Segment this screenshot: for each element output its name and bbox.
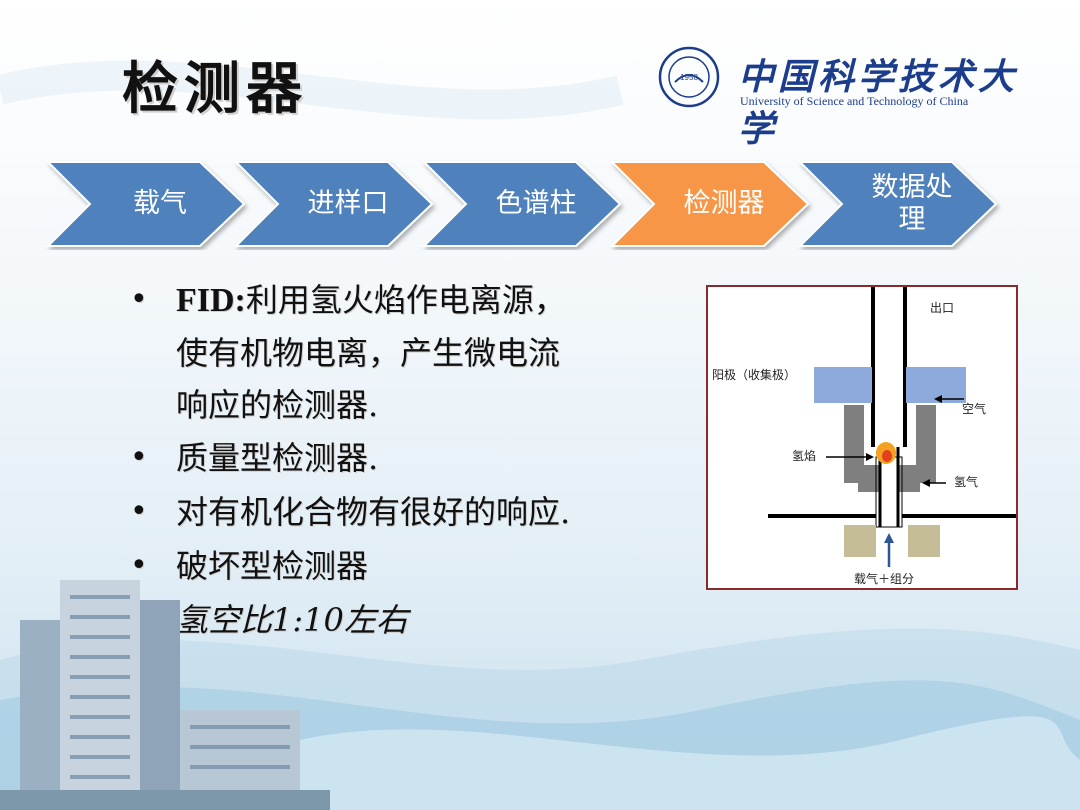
bullet-item-fid: • FID:利用氢火焰作电离源， 使有机物电离，产生微电流 响应的检测器. — [130, 274, 710, 431]
bullet-glyph: • — [130, 548, 148, 583]
flow-step-arrow-2 — [233, 161, 434, 247]
bullet-item-organic-response: • 对有机化合物有很好的响应. — [130, 485, 710, 539]
label-anode: 阳极（收集极） — [712, 368, 797, 382]
bullet-list: • FID:利用氢火焰作电离源， 使有机物电离，产生微电流 响应的检测器. • … — [130, 274, 710, 647]
base-block-right — [908, 525, 940, 557]
burner-body — [844, 405, 880, 492]
flow-step-carrier-gas: 载气 — [133, 188, 187, 219]
bullet-fid-prefix: FID: — [176, 282, 246, 319]
bullet-glyph: • — [130, 440, 148, 475]
flow-step-data-processing-line1: 数据处 — [871, 172, 953, 203]
bullet-fid-line1: 利用氢火焰作电离源， — [245, 281, 566, 319]
flow-step-column: 色谱柱 — [495, 188, 577, 219]
anode-electrode-right — [906, 367, 966, 403]
bullet-text: 氢空比1:10左右 — [176, 601, 408, 639]
bullet-fid-line3: 响应的检测器. — [176, 386, 379, 424]
bullet-text: 质量型检测器. — [176, 439, 379, 477]
fid-diagram: 出口 阳极（收集极） 空气 氢焰 氢气 载气＋组分 — [706, 285, 1018, 590]
flame-icon — [876, 442, 896, 464]
flow-step-arrow-5 — [797, 161, 998, 247]
bullet-fid-line2: 使有机物电离，产生微电流 — [176, 334, 561, 372]
flow-step-arrow-1 — [45, 161, 246, 247]
fid-diagram-drawing — [768, 287, 1016, 567]
label-flame: 氢焰 — [792, 449, 817, 463]
university-logo: 1958 中国科学技术大学 University of Science and … — [658, 42, 1028, 150]
label-hydrogen: 氢气 — [954, 475, 979, 489]
flow-step-data-processing: 数据处 理 — [842, 158, 982, 250]
label-outlet: 出口 — [930, 301, 955, 315]
base-block-left — [844, 525, 876, 557]
university-seal-icon: 1958 — [658, 46, 720, 108]
seal-year: 1958 — [680, 73, 698, 82]
label-carrier-components: 载气＋组分 — [854, 572, 915, 586]
bullet-text: 破坏型检测器 — [176, 547, 369, 585]
process-flow: 载气 进样口 色谱柱 检测器 数据处 理 — [40, 158, 1040, 250]
flow-step-arrow-4 — [609, 161, 810, 247]
anode-electrode-left — [814, 367, 872, 403]
flow-step-arrow-3 — [421, 161, 622, 247]
process-flow-arrows — [45, 161, 998, 247]
bullet-item-hydrogen-air-ratio: • 氢空比1:10左右 — [130, 593, 710, 647]
slide-title: 检测器 — [122, 56, 308, 122]
bullet-glyph: • — [130, 282, 148, 317]
flow-step-injector: 进样口 — [307, 188, 389, 219]
university-name-cn: 中国科学技术大学 — [738, 56, 1019, 150]
bullet-item-destructive: • 破坏型检测器 — [130, 539, 710, 593]
bullet-glyph: • — [130, 494, 148, 529]
bullet-text: 对有机化合物有很好的响应. — [176, 493, 571, 531]
label-air: 空气 — [962, 402, 987, 416]
campus-building-image — [0, 580, 330, 810]
flow-step-data-processing-line2: 理 — [898, 204, 926, 235]
burner-body-right — [898, 405, 936, 492]
flow-step-detector: 检测器 — [683, 188, 765, 219]
bullet-item-mass-type: • 质量型检测器. — [130, 431, 710, 485]
university-name-en: University of Science and Technology of … — [740, 94, 969, 108]
